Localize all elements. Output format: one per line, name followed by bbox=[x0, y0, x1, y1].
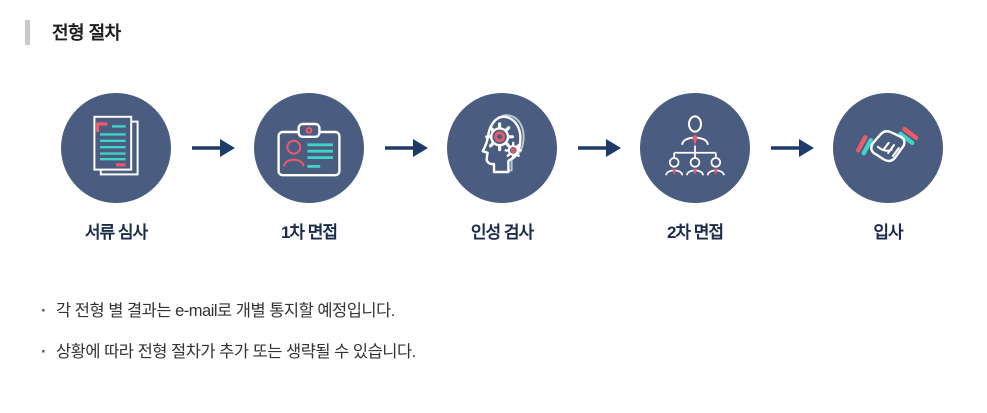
note-text: 상황에 따라 전형 절차가 추가 또는 생략될 수 있습니다. bbox=[56, 343, 416, 361]
step-document-review: 서류 심사 bbox=[60, 93, 172, 243]
step-first-interview: 1차 면접 bbox=[253, 93, 365, 243]
page-title: 전형 절차 bbox=[52, 23, 121, 43]
handshake-icon bbox=[856, 126, 919, 163]
process-arrow bbox=[751, 93, 832, 203]
step-joining: 입사 bbox=[832, 93, 944, 243]
process-arrow bbox=[365, 93, 446, 203]
id-badge-icon bbox=[277, 122, 341, 177]
step-label: 1차 면접 bbox=[280, 223, 338, 242]
step-circle bbox=[61, 93, 171, 203]
notes-list: · 각 전형 별 결과는 e-mail로 개별 통지할 예정입니다. · 상황에… bbox=[41, 297, 987, 362]
step-circle bbox=[254, 93, 364, 203]
process-arrow bbox=[172, 93, 253, 203]
process-arrow bbox=[558, 93, 639, 203]
head-gears-icon bbox=[481, 114, 525, 174]
note-item: · 상황에 따라 전형 절차가 추가 또는 생략될 수 있습니다. bbox=[41, 338, 987, 362]
bullet-dot: · bbox=[41, 343, 47, 361]
title-accent-bar bbox=[25, 19, 30, 45]
org-chart-icon bbox=[665, 115, 725, 176]
step-label: 서류 심사 bbox=[84, 223, 148, 242]
note-item: · 각 전형 별 결과는 e-mail로 개별 통지할 예정입니다. bbox=[41, 297, 987, 321]
note-text: 각 전형 별 결과는 e-mail로 개별 통지할 예정입니다. bbox=[56, 302, 395, 320]
step-label: 입사 bbox=[873, 223, 903, 242]
step-label: 인성 검사 bbox=[470, 223, 534, 242]
step-circle bbox=[833, 93, 943, 203]
right-arrow-icon bbox=[384, 139, 428, 157]
step-second-interview: 2차 면접 bbox=[639, 93, 751, 243]
process-steps-row: 서류 심사 1차 면접 bbox=[0, 93, 987, 243]
documents-icon bbox=[93, 115, 139, 176]
step-personality-test: 인성 검사 bbox=[446, 93, 558, 243]
right-arrow-icon bbox=[191, 139, 235, 157]
step-circle bbox=[640, 93, 750, 203]
step-label: 2차 면접 bbox=[666, 223, 724, 242]
right-arrow-icon bbox=[577, 139, 621, 157]
right-arrow-icon bbox=[770, 139, 814, 157]
bullet-dot: · bbox=[41, 302, 47, 320]
step-circle bbox=[447, 93, 557, 203]
section-header: 전형 절차 bbox=[25, 19, 987, 45]
